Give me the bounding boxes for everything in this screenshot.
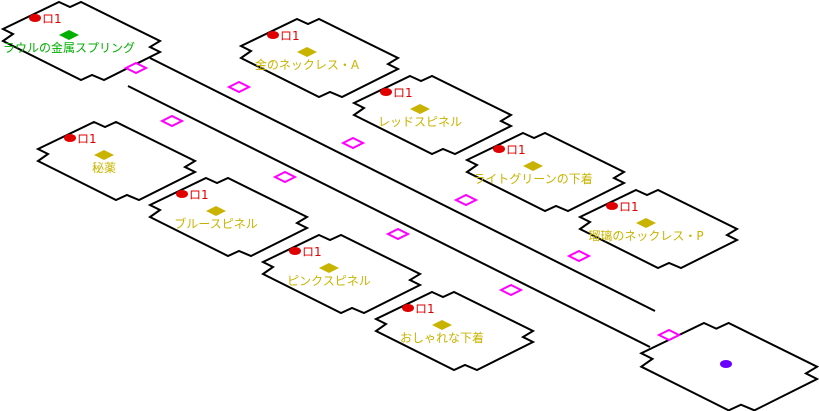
item-label: ブルースピネル: [174, 216, 257, 231]
door-icon[interactable]: [159, 114, 185, 128]
enemy-count: ロ1: [302, 245, 322, 259]
item-label: ライトグリーンの下着: [473, 171, 592, 186]
room-outline: [0, 0, 163, 82]
room: ロ1 ブルースピネル: [147, 176, 310, 258]
item-label: レッドスピネル: [378, 115, 462, 129]
door-icon[interactable]: [340, 136, 366, 150]
enemy-count: ロ1: [280, 29, 300, 43]
room-outline: [577, 188, 740, 270]
item-diamond-icon[interactable]: [94, 150, 114, 160]
final-room: [639, 321, 819, 411]
item-label: 秘薬: [92, 161, 116, 175]
item-diamond-icon[interactable]: [636, 218, 656, 228]
enemy-marker-icon: [402, 304, 414, 312]
item-diamond-icon[interactable]: [319, 263, 339, 273]
enemy-count: ロ1: [415, 302, 435, 316]
room: ロ1 ライトグリーンの下着: [464, 131, 627, 213]
room: ロ1 おしゃれな下着: [373, 290, 536, 372]
room: ロ1 瑠璃のネックレス・P: [577, 188, 740, 270]
door-icon[interactable]: [566, 249, 592, 263]
enemy-marker-icon: [606, 202, 618, 210]
item-diamond-icon[interactable]: [206, 206, 226, 216]
room: ロ1 金のネックレス・A: [238, 17, 401, 99]
room-outline: [260, 233, 423, 315]
room-outline: [351, 74, 514, 156]
room-outline: [238, 17, 401, 99]
door-icon[interactable]: [453, 193, 479, 207]
item-diamond-icon[interactable]: [432, 320, 452, 330]
item-label: 金のネックレス・A: [255, 57, 360, 72]
item-diamond-icon[interactable]: [410, 104, 430, 114]
item-diamond-icon[interactable]: [297, 47, 317, 57]
enemy-count: ロ1: [189, 188, 209, 202]
item-label: おしゃれな下着: [400, 330, 484, 345]
enemy-count: ロ1: [77, 132, 97, 146]
item-label: 瑠璃のネックレス・P: [588, 229, 703, 243]
room: ロ1 ラウルの金属スプリング: [0, 0, 163, 82]
door-icon[interactable]: [123, 61, 149, 75]
enemy-marker-icon: [176, 190, 188, 198]
enemy-count: ロ1: [506, 143, 526, 157]
enemy-marker-icon: [493, 145, 505, 153]
item-diamond-icon[interactable]: [523, 161, 543, 171]
enemy-count: ロ1: [619, 200, 639, 214]
enemy-marker-icon: [380, 88, 392, 96]
enemy-marker-icon: [29, 14, 41, 22]
enemy-count: ロ1: [42, 12, 62, 26]
room-outline: [147, 176, 310, 258]
door-icon[interactable]: [656, 328, 682, 342]
enemy-marker-icon: [289, 247, 301, 255]
enemy-count: ロ1: [393, 86, 413, 100]
room-outline: [464, 131, 627, 213]
item-label: ピンクスピネル: [287, 274, 371, 288]
room: ロ1 秘薬: [35, 120, 198, 202]
player-position-icon: [720, 360, 732, 368]
enemy-marker-icon: [64, 134, 76, 142]
item-label: ラウルの金属スプリング: [3, 40, 135, 55]
corridor: [127, 57, 656, 348]
room: ロ1 レッドスピネル: [351, 74, 514, 156]
enemy-marker-icon: [267, 31, 279, 39]
room-outline: [373, 290, 536, 372]
door-icon[interactable]: [385, 227, 411, 241]
room-outline: [35, 120, 198, 202]
room: ロ1 ピンクスピネル: [260, 233, 423, 315]
door-icon[interactable]: [226, 80, 252, 94]
door-icon[interactable]: [498, 283, 524, 297]
door-icon[interactable]: [272, 170, 298, 184]
item-diamond-icon[interactable]: [59, 30, 79, 40]
